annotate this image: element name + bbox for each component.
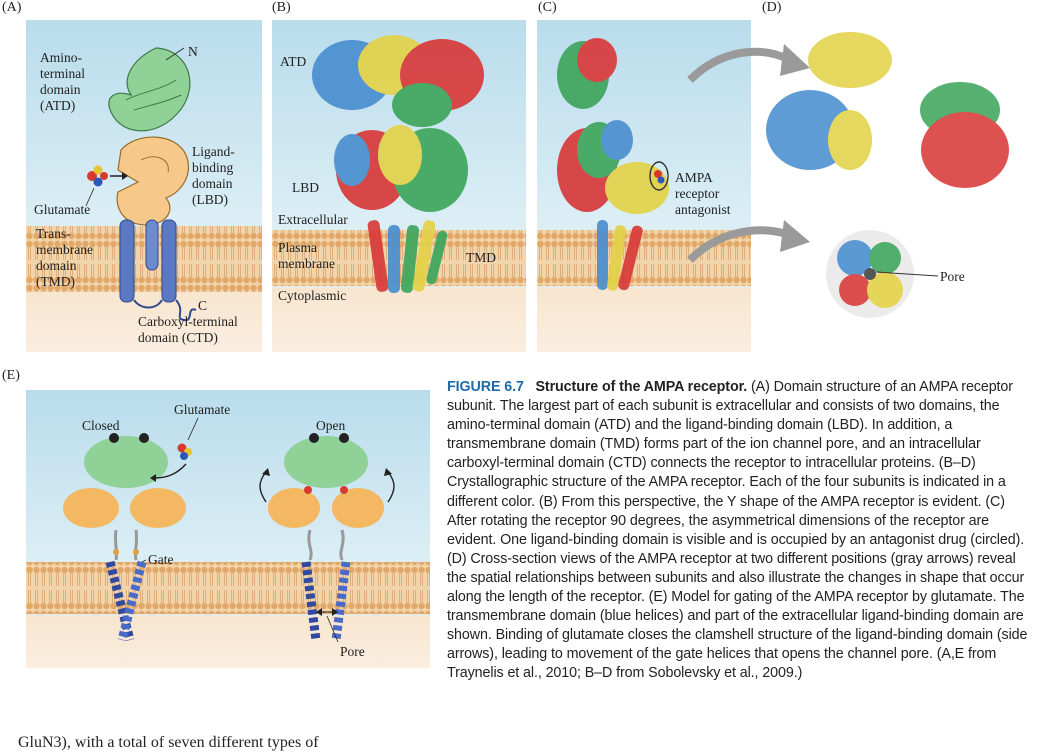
panel-c-structure: AMPA receptor antagonist [537, 20, 751, 352]
antagonist-label: AMPA receptor antagonist [675, 170, 731, 217]
panel-a-diagram: N Amino- terminal domain (ATD) Ligand- b… [26, 20, 262, 352]
binding-arrow [153, 463, 187, 479]
figure-caption-text: (A) Domain structure of an AMPA receptor… [447, 379, 1028, 682]
panel-b: ATD LBD Extracellular Plasma membrane TM… [272, 20, 526, 352]
tmd-helices [119, 219, 197, 322]
glutamate-molecule-icon [87, 165, 108, 187]
glutamate-label: Glutamate [174, 402, 230, 417]
body-text-fragment: GluN3), with a total of seven different … [18, 734, 319, 751]
figure-number: FIGURE 6.7 [447, 379, 524, 395]
panel-letter-a: (A) [2, 0, 22, 15]
tmd-label: Trans- membrane domain (TMD) [36, 226, 96, 289]
tmd-cross-section [826, 230, 914, 318]
pore-label: Pore [940, 269, 965, 284]
lbd-domain-shape [116, 136, 189, 226]
tmd-label: TMD [466, 250, 496, 265]
atd-label: Amino- terminal domain (ATD) [40, 50, 88, 113]
cytoplasmic-label: Cytoplasmic [278, 288, 346, 303]
figure-caption: FIGURE 6.7 Structure of the AMPA recepto… [447, 378, 1037, 684]
glutamate-molecule-icon [177, 443, 192, 460]
panel-c: AMPA receptor antagonist [537, 20, 751, 352]
closed-label: Closed [82, 418, 120, 433]
glutamate-label: Glutamate [34, 202, 90, 217]
figure-title: Structure of the AMPA receptor. [535, 379, 748, 395]
extracellular-label: Extracellular [278, 212, 348, 227]
panel-e-gating-model: Closed Glutamate Gate [26, 390, 430, 668]
gray-arrows [687, 44, 810, 263]
membrane-band [26, 226, 262, 292]
atd-cross-section [766, 32, 1009, 188]
panel-d-cross-sections: Pore [766, 32, 1009, 318]
atd-domain-shape [108, 47, 191, 132]
panel-letter-b: (B) [272, 0, 291, 15]
ctd-label: Carboxyl-terminal domain (CTD) [138, 314, 241, 345]
gate-label: Gate [148, 552, 173, 567]
ampa-receptor-rotated-ribbon [557, 38, 669, 291]
open-label: Open [316, 418, 345, 433]
panel-letter-e: (E) [2, 368, 20, 383]
panel-e: Closed Glutamate Gate [26, 390, 430, 668]
closed-state [63, 433, 186, 642]
plasma-membrane-label: Plasma membrane [278, 240, 335, 271]
panel-letter-c: (C) [538, 0, 557, 15]
panel-d: Pore [760, 20, 1044, 320]
pore-label: Pore [340, 644, 365, 659]
ctd-c-terminus-label: C [198, 298, 207, 313]
atd-label: ATD [280, 54, 306, 69]
panel-letter-d: (D) [762, 0, 782, 15]
ampa-receptor-ribbon [312, 35, 484, 293]
panel-a: N Amino- terminal domain (ATD) Ligand- b… [26, 20, 262, 352]
antagonist-circle [649, 161, 669, 191]
lbd-label: LBD [292, 180, 319, 195]
atd-n-terminus-label: N [188, 44, 198, 59]
panel-b-structure: ATD LBD Extracellular Plasma membrane TM… [272, 20, 526, 352]
lbd-label: Ligand- binding domain (LBD) [192, 144, 238, 207]
